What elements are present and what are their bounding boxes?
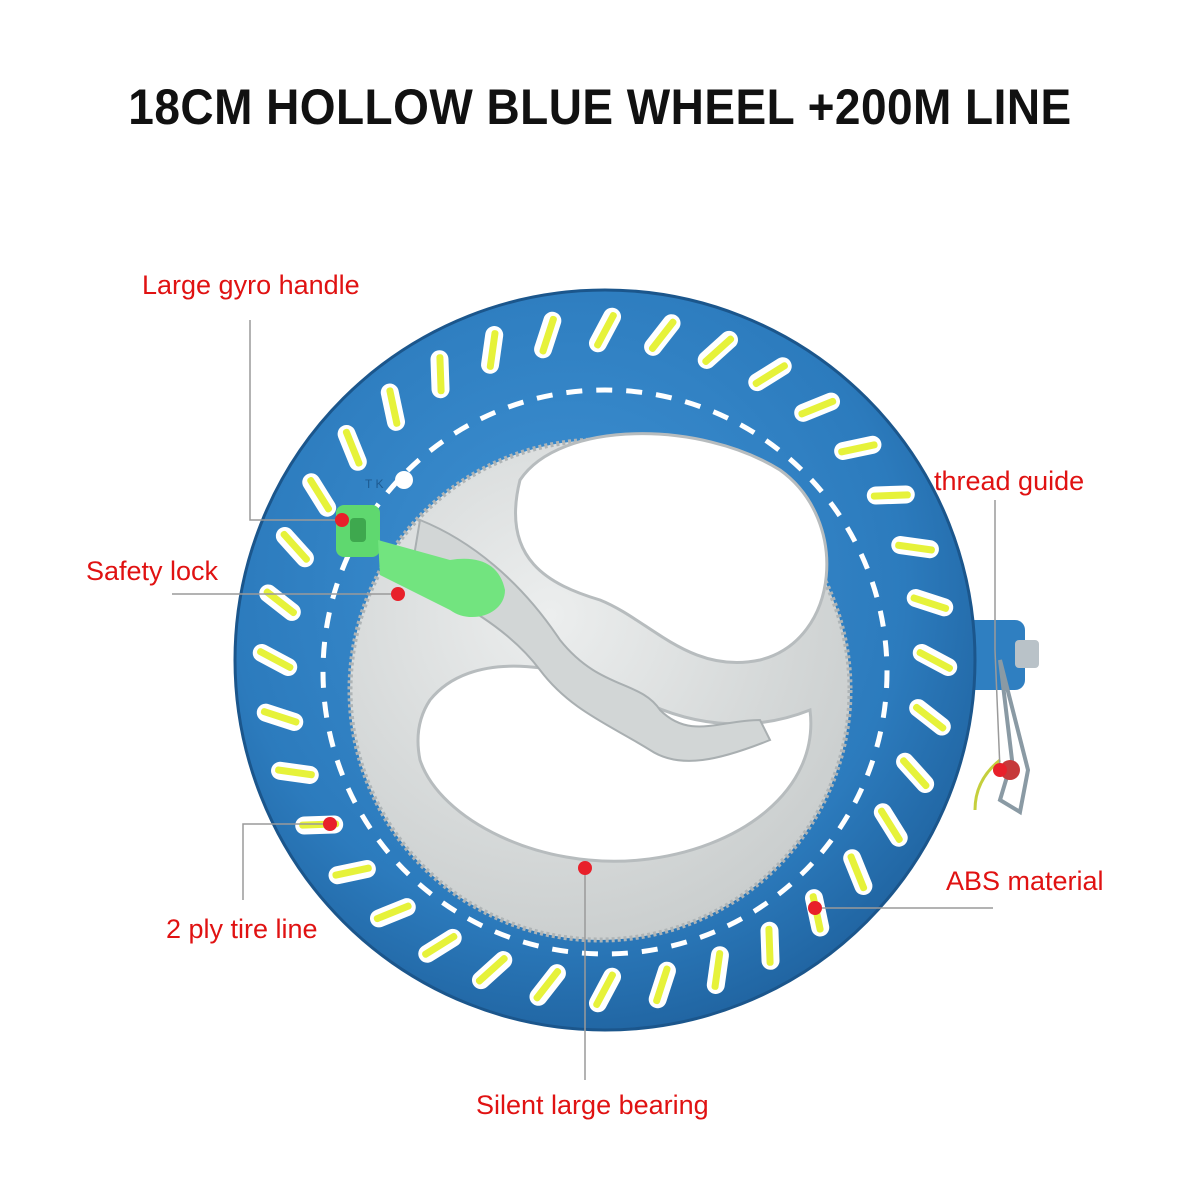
line-wrap bbox=[593, 971, 616, 1009]
line-wrap bbox=[847, 853, 868, 892]
line-wrap bbox=[916, 649, 954, 672]
line-wrap bbox=[870, 491, 911, 500]
label-abs-material: ABS material bbox=[946, 866, 1104, 896]
line-wrap bbox=[702, 335, 735, 366]
line-wrap bbox=[899, 757, 930, 790]
line-wrap bbox=[752, 362, 788, 388]
line-wrap bbox=[533, 967, 562, 1002]
rim-hole bbox=[395, 471, 413, 489]
line-wrap bbox=[263, 588, 298, 617]
line-wrap bbox=[648, 318, 677, 353]
line-wrap bbox=[798, 397, 837, 418]
line-wrap bbox=[422, 932, 458, 958]
line-wrap bbox=[256, 648, 294, 671]
label-ply-line: 2 ply tire line bbox=[166, 914, 318, 944]
label-thread-guide: thread guide bbox=[934, 466, 1085, 496]
dot-bearing bbox=[578, 861, 592, 875]
line-wrap bbox=[910, 594, 950, 612]
stitch-ring bbox=[320, 387, 890, 957]
line-wrap bbox=[877, 807, 903, 843]
dot-gyro bbox=[335, 513, 349, 527]
label-gyro-handle: Large gyro handle bbox=[142, 270, 360, 300]
dot-thread bbox=[993, 763, 1007, 777]
line-wrap bbox=[653, 965, 671, 1005]
line-wrap bbox=[436, 354, 445, 395]
line-wrap bbox=[594, 311, 617, 349]
dot-abs bbox=[808, 901, 822, 915]
callout-dots bbox=[323, 513, 1007, 915]
line-wrap bbox=[539, 315, 557, 355]
rim-marking: T K bbox=[365, 477, 383, 491]
hub-cutout-top bbox=[514, 432, 829, 664]
dot-ply bbox=[323, 817, 337, 831]
line-wrap bbox=[342, 428, 363, 467]
line-wrap bbox=[386, 387, 401, 427]
dot-safety bbox=[391, 587, 405, 601]
leader-lines bbox=[172, 320, 1001, 1080]
wheel-edge bbox=[233, 288, 977, 1032]
line-wrap bbox=[912, 703, 947, 732]
line-wrap bbox=[765, 925, 774, 966]
label-safety-lock: Safety lock bbox=[86, 556, 219, 586]
line-wrap bbox=[373, 902, 412, 923]
line-wrap bbox=[711, 950, 724, 990]
line-wrap bbox=[260, 708, 300, 726]
line-wrap bbox=[895, 541, 935, 554]
line-slots bbox=[252, 307, 958, 1013]
label-bearing: Silent large bearing bbox=[476, 1090, 709, 1120]
line-wrap bbox=[332, 864, 372, 879]
line-wrap bbox=[486, 330, 499, 370]
line-wrap bbox=[307, 477, 333, 513]
line-wrap bbox=[280, 530, 311, 563]
line-wrap bbox=[475, 954, 508, 985]
line-wrap bbox=[275, 766, 315, 779]
page-title: 18CM HOLLOW BLUE WHEEL +200M LINE bbox=[128, 79, 1072, 135]
line-wrap bbox=[838, 441, 878, 456]
